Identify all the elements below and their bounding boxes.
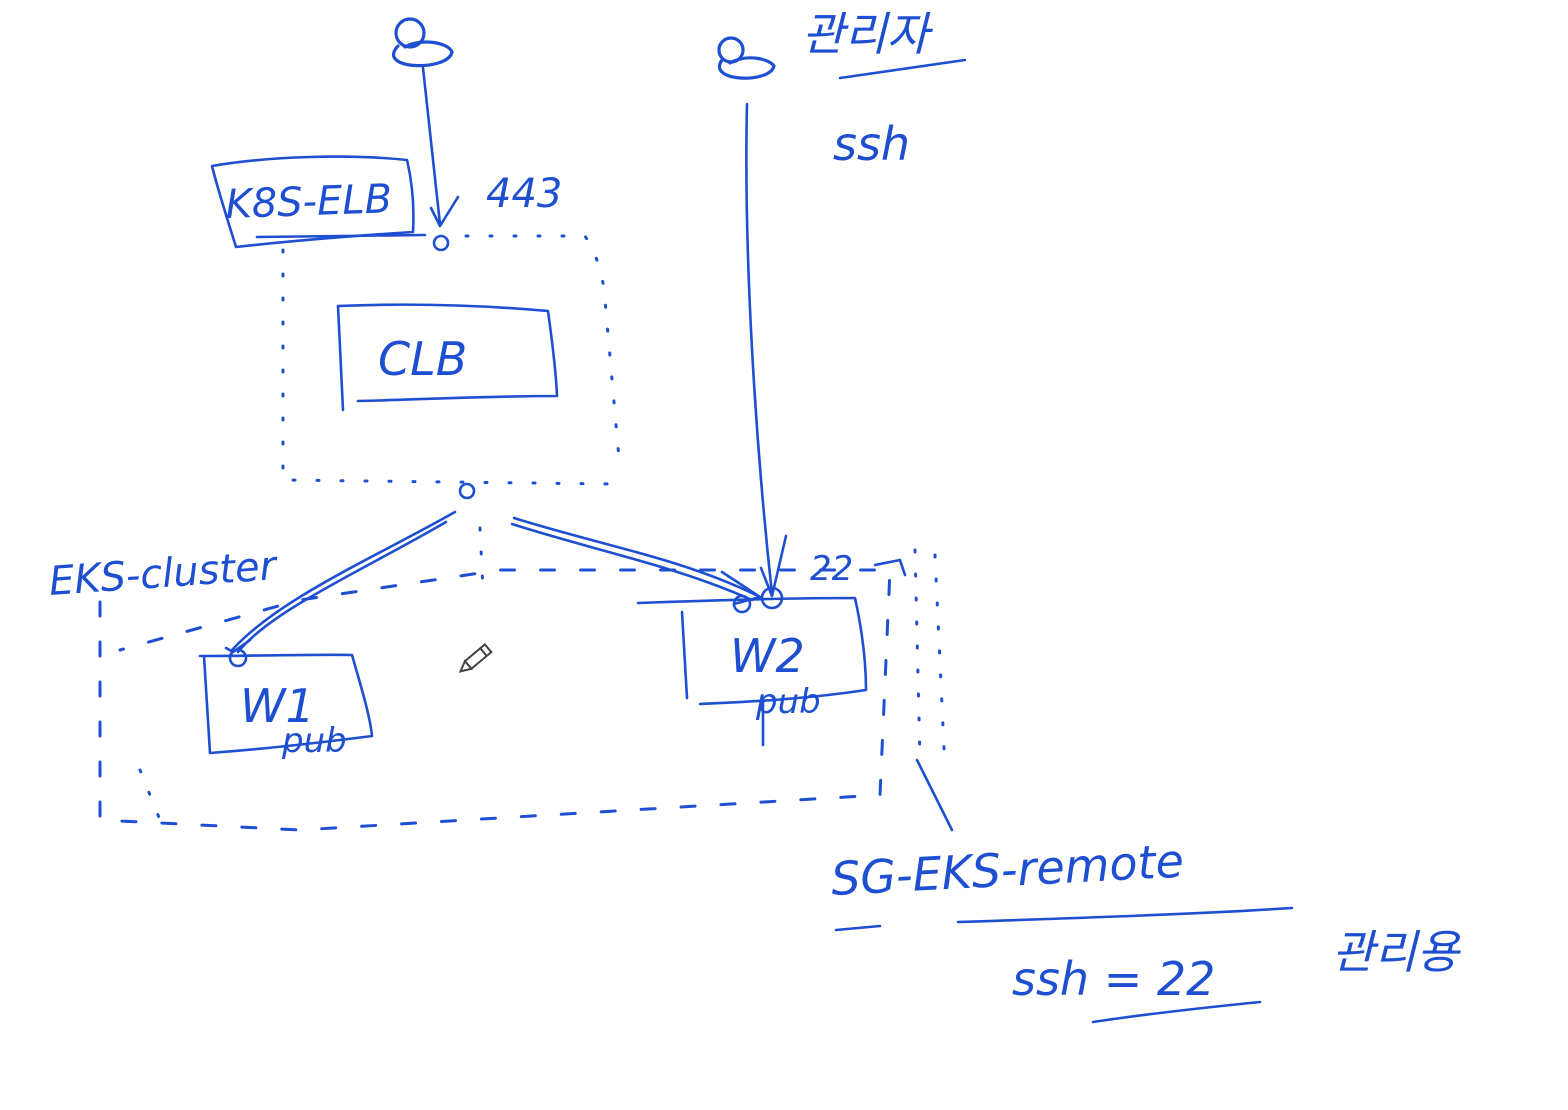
clb-output-node <box>458 482 476 500</box>
w1-box: W1 pub <box>198 648 374 761</box>
k8s-elb-label: K8S-ELB <box>225 176 393 228</box>
eks-cluster-boundary <box>98 568 892 832</box>
sg-name-label: SG-EKS-remote <box>830 834 1185 906</box>
port-443-label: 443 <box>486 171 562 217</box>
ssh-rule-label: ssh = 22 <box>1012 952 1215 1006</box>
clb-to-w2-arrow <box>510 516 762 606</box>
admin-label: 관리자 <box>802 7 934 61</box>
ssh-rule-underline <box>1091 1000 1262 1024</box>
w2-pub-label: pub <box>755 682 821 722</box>
clb-box: CLB <box>336 303 559 412</box>
admin-user-icon <box>717 36 776 80</box>
clb-boundary <box>281 234 622 486</box>
elb-entry-node <box>432 234 450 252</box>
user-icon <box>392 17 454 68</box>
w1-pub-label: pub <box>281 721 347 761</box>
admin-to-w2-arrow <box>745 102 788 598</box>
sg-name-underline-2 <box>956 906 1294 924</box>
w2-box: W2 pub 22 <box>636 549 907 747</box>
user-to-elb-arrow <box>421 66 460 228</box>
pencil-icon <box>458 642 493 673</box>
allow-note-label: 관리용 <box>1332 925 1462 979</box>
sg-pointer-line <box>915 758 954 832</box>
clb-label: CLB <box>378 332 467 386</box>
eks-cluster-boundary-inner <box>138 526 485 822</box>
eks-cluster-label: EKS-cluster <box>47 543 280 605</box>
port-22-label: 22 <box>810 549 853 589</box>
w1-label: W1 <box>240 679 315 733</box>
k8s-elb-box: K8S-ELB <box>210 155 427 249</box>
admin-underline <box>838 58 967 80</box>
ssh-top-label: ssh <box>833 117 910 171</box>
sg-name-underline-1 <box>834 924 882 932</box>
sg-boundary <box>913 548 947 772</box>
w2-label: W2 <box>730 629 805 683</box>
